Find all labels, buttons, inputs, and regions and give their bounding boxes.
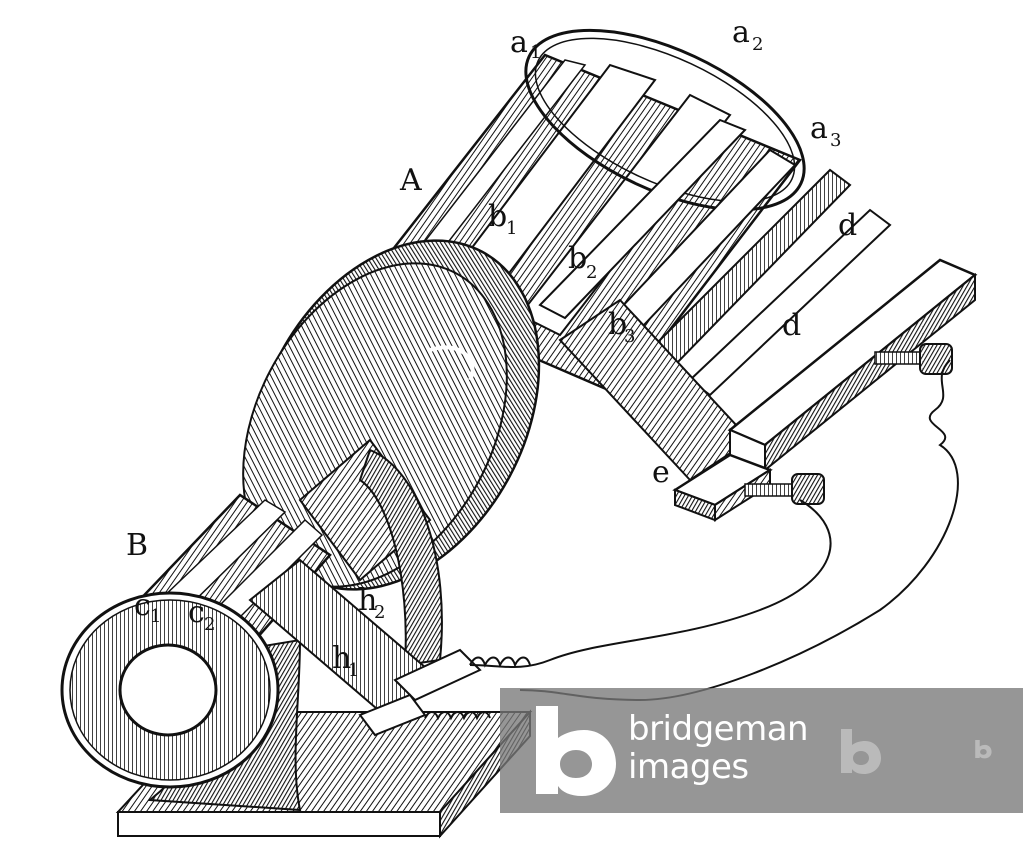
label-c1: c bbox=[134, 588, 151, 623]
label-h2-sub: 2 bbox=[374, 602, 385, 623]
label-a: A bbox=[399, 163, 422, 198]
watermark-text: bridgeman images bbox=[628, 709, 809, 787]
label-a1-sub: 1 bbox=[530, 42, 541, 63]
label-a2: a bbox=[732, 15, 750, 50]
label-c2: c bbox=[188, 595, 205, 630]
watermark-mark-icon bbox=[841, 729, 881, 774]
labels: A B a 1 a 2 a 3 b 1 b 2 b 3 c 1 c 2 d d … bbox=[126, 15, 857, 681]
watermark-line-1: bridgeman bbox=[628, 709, 809, 749]
label-a3-sub: 3 bbox=[830, 130, 841, 151]
commutator-b bbox=[60, 493, 482, 789]
watermark-line-2: images bbox=[628, 747, 749, 787]
bracket-e bbox=[672, 453, 773, 522]
label-h1: h bbox=[332, 641, 351, 676]
label-c1-sub: 1 bbox=[150, 606, 161, 627]
label-c2-sub: 2 bbox=[204, 614, 215, 635]
label-b2-sub: 2 bbox=[586, 262, 597, 283]
label-e: e bbox=[652, 455, 670, 490]
label-b1-sub: 1 bbox=[506, 218, 517, 239]
label-a2-sub: 2 bbox=[752, 34, 763, 55]
label-h2: h bbox=[358, 583, 377, 618]
bracket-d bbox=[727, 258, 978, 473]
label-a1: a bbox=[510, 25, 528, 60]
watermark-mark-small-icon bbox=[975, 740, 992, 759]
label-b3-sub: 3 bbox=[624, 326, 635, 347]
label-d-lower: d bbox=[782, 308, 801, 343]
label-b3: b bbox=[608, 307, 627, 342]
label-d-upper: d bbox=[838, 208, 857, 243]
brush-bars bbox=[538, 118, 892, 482]
bridgeman-logo-icon bbox=[536, 706, 616, 796]
watermark-banner: bridgeman images bbox=[500, 688, 1023, 813]
label-a3: a bbox=[810, 111, 828, 146]
label-b: B bbox=[126, 528, 148, 563]
label-h1-sub: 1 bbox=[348, 660, 359, 681]
label-b2: b bbox=[568, 241, 587, 276]
shaft bbox=[298, 438, 443, 667]
label-b1: b bbox=[488, 199, 507, 234]
